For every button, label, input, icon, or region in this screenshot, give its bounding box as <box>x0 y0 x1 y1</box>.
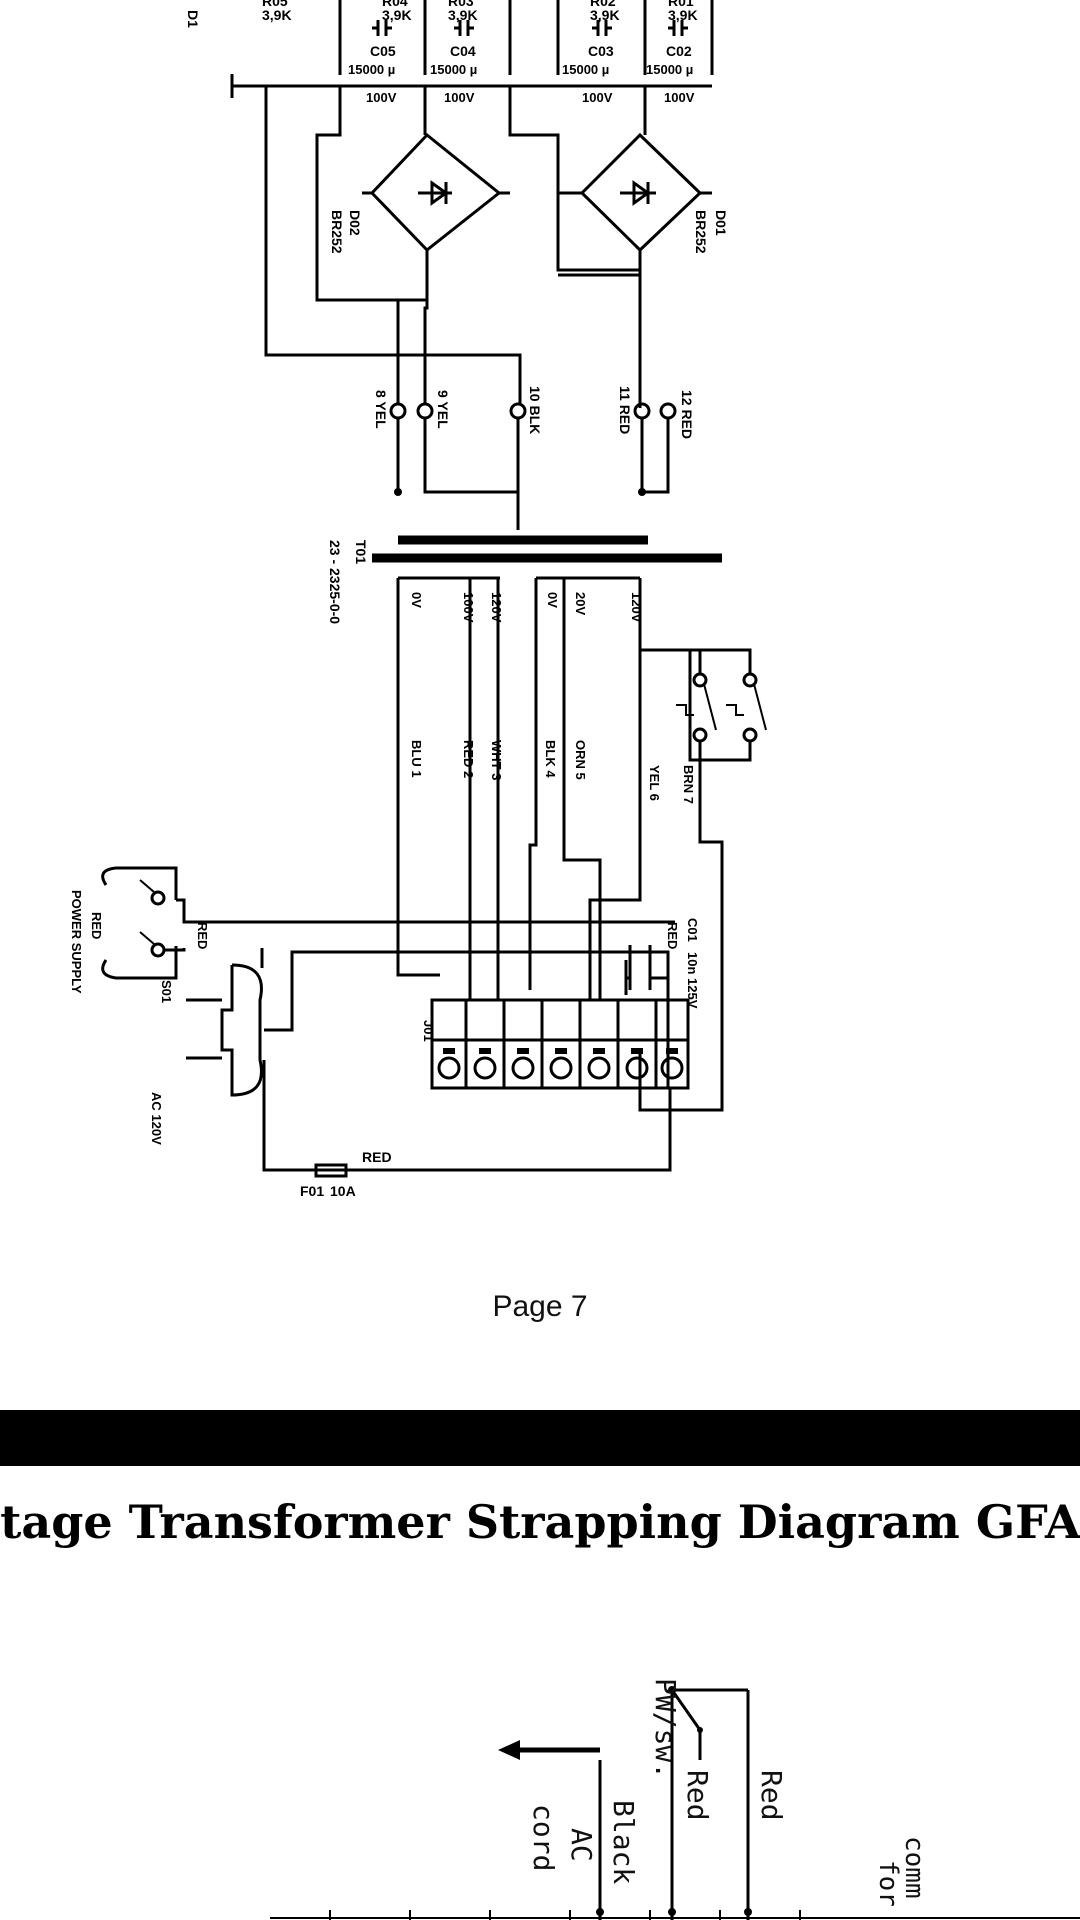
strapping-diagram: PW/sw. Red Red Black AC cord comm for <box>270 1678 1080 1920</box>
primary-120v-b: 120V <box>629 592 644 623</box>
tap-9: 9 YEL <box>435 390 451 429</box>
wire-yel-6: YEL 6 <box>647 765 662 801</box>
resistor-ref-r05: R05 <box>262 0 288 9</box>
cap-ref-c05: C05 <box>370 43 396 59</box>
bridge-part-d01: BR252 <box>693 210 709 254</box>
transformer-part: 23 - 2325-0-0 <box>327 540 343 624</box>
primary-wire-labels: BLU 1 RED 2 WHT 3 BLK 4 ORN 5 YEL 6 BRN … <box>409 740 696 804</box>
for-label: for <box>873 1860 903 1907</box>
capacitor-c01: C01 10n 125V RED <box>624 918 700 1009</box>
page-separator-band <box>0 1410 1080 1466</box>
wire-orn-5: ORN 5 <box>573 740 588 780</box>
page-number: Page 7 <box>492 1290 588 1323</box>
cap-value-c03: 15000 µ <box>562 62 609 77</box>
thermal-switches <box>640 648 767 762</box>
c01-ref: C01 <box>685 918 700 942</box>
wire-blk-4: BLK 4 <box>543 740 558 778</box>
tap-10: 10 BLK <box>527 386 543 434</box>
ac-cord-arrowhead <box>498 1740 520 1760</box>
fuse-f01: RED F01 10A <box>300 1149 392 1199</box>
c01-red-label: RED <box>665 922 680 949</box>
resistor-ref-r02: R02 <box>590 0 616 9</box>
cap-voltage-c04: 100V <box>444 90 475 105</box>
connector-j01: J01 <box>421 998 690 1090</box>
resistor-value-r02: 3,9K <box>590 7 620 23</box>
bridge-ref-d01: D01 <box>713 210 729 236</box>
wire-red-2: RED 2 <box>461 740 476 778</box>
black-label: Black <box>607 1800 640 1884</box>
plug-label: AC 120V <box>149 1092 164 1145</box>
resistor-ref-r01: R01 <box>668 0 694 9</box>
fuse-wire-label: RED <box>362 1149 392 1165</box>
cap-value-c02: 15000 µ <box>646 62 693 77</box>
tap-12: 12 RED <box>679 390 695 439</box>
wire-wht-3: WHT 3 <box>489 740 504 780</box>
resistor-ref-r04: R04 <box>382 0 408 9</box>
cap-ref-c02: C02 <box>666 43 692 59</box>
tap-11: 11 RED <box>617 386 633 434</box>
cap-ref-c03: C03 <box>588 43 614 59</box>
transformer-ref: T01 <box>353 540 369 564</box>
cap-value-c04: 15000 µ <box>430 62 477 77</box>
switch-red-label-2: RED <box>89 912 104 939</box>
connector-ref: J01 <box>421 1020 436 1042</box>
switch-red-label: RED <box>195 922 210 949</box>
pw-sw-label: PW/sw. <box>649 1678 682 1779</box>
wire-blu-1: BLU 1 <box>409 740 424 778</box>
bridge-part-d02: BR252 <box>329 210 345 254</box>
strapping-diagram-title: oltage Transformer Strapping Diagram GFA <box>0 1495 1080 1549</box>
bridge-ref-d02: D02 <box>347 210 363 236</box>
fuse-ref: F01 <box>300 1183 324 1199</box>
wire-brn-7: BRN 7 <box>681 765 696 804</box>
resistor-value-r05: 3,9K <box>262 7 292 23</box>
ac-plug: AC 120V <box>149 948 672 1172</box>
cap-value-c05: 15000 µ <box>348 62 395 77</box>
resistor-ref-r03: R03 <box>448 0 474 9</box>
cap-voltage-c03: 100V <box>582 90 613 105</box>
power-switch-s01: RED RED POWER SUPPLY S01 <box>69 866 675 1003</box>
primary-0v-b: 0V <box>545 592 560 608</box>
primary-20v: 20V <box>573 592 588 615</box>
cord-label: cord <box>527 1804 560 1871</box>
bridge-rectifier-d02: D02 BR252 <box>329 132 502 254</box>
resistor-labels: D1 R05 3,9K R04 3,9K R03 3,9K R02 3,9K R… <box>185 0 698 28</box>
secondary-taps: 8 YEL 9 YEL 10 BLK 11 RED 12 RED <box>373 386 695 439</box>
resistor-value-r03: 3,9K <box>448 7 478 23</box>
cap-ref-c04: C04 <box>450 43 476 59</box>
left-edge-fragment: D1 <box>185 10 201 28</box>
fuse-value: 10A <box>330 1183 356 1199</box>
power-supply-schematic: D1 R05 3,9K R04 3,9K R03 3,9K R02 3,9K R… <box>69 0 767 1199</box>
comm-label: comm <box>899 1836 929 1899</box>
switch-ref: S01 <box>159 980 174 1003</box>
red-label-2: Red <box>755 1770 788 1821</box>
red-label-1: Red <box>681 1770 714 1821</box>
c01-value: 10n 125V <box>685 952 700 1009</box>
transformer-t01: T01 23 - 2325-0-0 0V 100V 120V 0V 20V 12… <box>327 535 722 624</box>
cap-voltage-c05: 100V <box>366 90 397 105</box>
resistor-value-r04: 3,9K <box>382 7 412 23</box>
capacitor-bank: C05 15000 µ 100V C04 15000 µ 100V C03 15… <box>348 20 695 105</box>
switch-caption: POWER SUPPLY <box>69 890 84 994</box>
tap-8: 8 YEL <box>373 390 389 429</box>
primary-0v: 0V <box>409 592 424 608</box>
cap-voltage-c02: 100V <box>664 90 695 105</box>
resistor-value-r01: 3,9K <box>668 7 698 23</box>
ac-label: AC <box>565 1828 598 1862</box>
